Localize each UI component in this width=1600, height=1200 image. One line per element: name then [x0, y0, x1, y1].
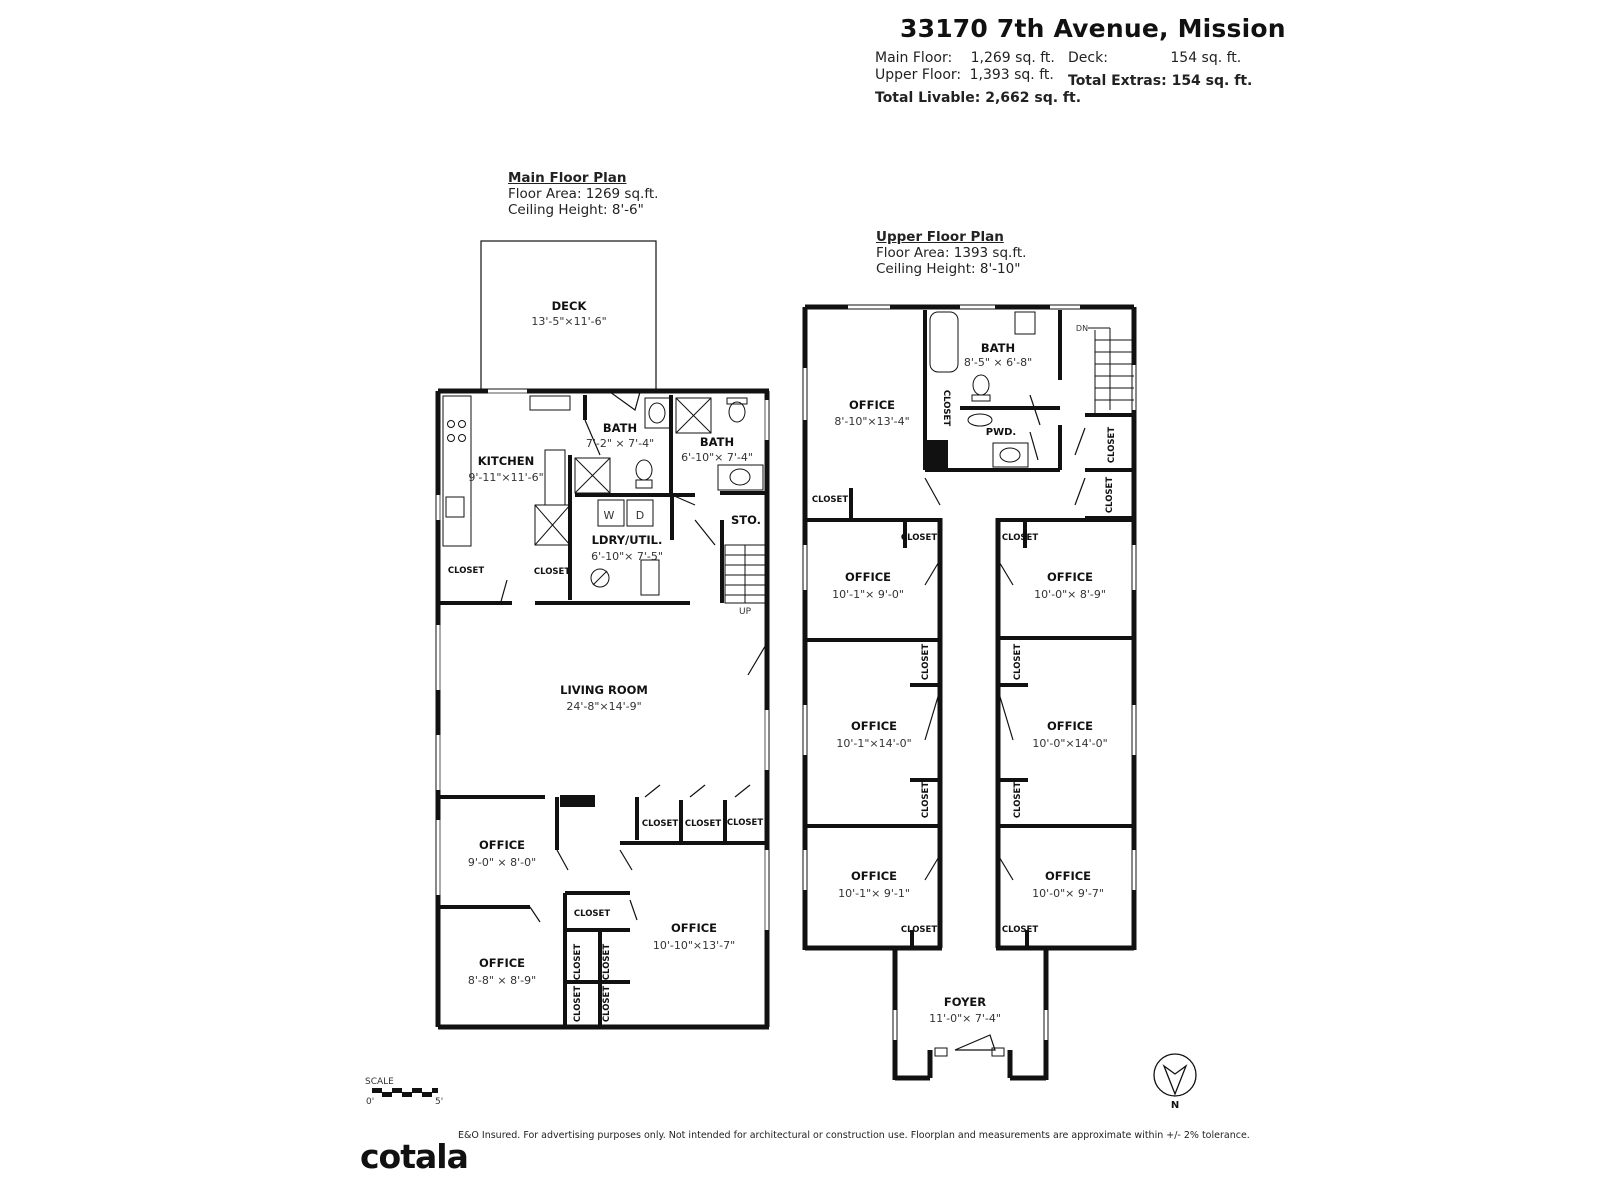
room-dims-office-u4: 10'-1"×14'-0" — [836, 737, 911, 750]
total-livable-label: Total Livable: — [875, 90, 981, 106]
room-label-office-u5: OFFICE — [1047, 719, 1093, 733]
total-extras-value: 154 sq. ft. — [1171, 73, 1253, 89]
main-floor-interior-walls — [438, 395, 767, 1027]
upper-floor-area: Floor Area: 1393 sq.ft. — [876, 245, 1027, 261]
room-dims-office-3: 10'-10"×13'-7" — [653, 939, 735, 952]
upper-floor-heading-block: Upper Floor Plan Floor Area: 1393 sq.ft.… — [876, 229, 1026, 277]
total-extras-stat: Total Extras: 154 sq. ft. — [1068, 73, 1252, 89]
upper-floor-value: 1,393 sq. ft. — [969, 67, 1054, 83]
closet-label: CLOSET — [812, 495, 849, 505]
room-label-laundry: LDRY/UTIL. — [592, 533, 663, 547]
room-dims-office-u3: 10'-0"× 8'-9" — [1034, 588, 1106, 601]
room-label-bath-1: BATH — [603, 421, 637, 435]
main-floor-heading-block: Main Floor Plan Floor Area: 1269 sq.ft. … — [508, 170, 658, 218]
closet-label: CLOSET — [685, 819, 722, 829]
stairs-down-label: DN — [1076, 324, 1088, 333]
deck-value: 154 sq. ft. — [1170, 50, 1242, 66]
upper-floor-label: Upper Floor: — [875, 67, 962, 83]
main-floor-heading: Main Floor Plan — [508, 170, 627, 186]
closet-label: CLOSET — [642, 819, 679, 829]
scale-bar: SCALE 0' 5' — [365, 1077, 443, 1107]
main-floor-value: 1,269 sq. ft. — [970, 50, 1055, 66]
room-label-bath-u: BATH — [981, 341, 1015, 355]
room-label-office-3: OFFICE — [671, 921, 717, 935]
stairs-up-label: UP — [739, 607, 752, 617]
closet-label: CLOSET — [602, 986, 612, 1023]
room-label-foyer: FOYER — [944, 995, 986, 1009]
main-floor-room-labels: DECK 13'-5"×11'-6" KITCHEN 9'-11"×11'-6"… — [448, 299, 764, 1022]
closet-label: CLOSET — [1002, 925, 1039, 935]
closet-label: CLOSET — [602, 944, 612, 981]
upper-floor-ceiling: Ceiling Height: 8'-10" — [876, 261, 1021, 277]
room-label-office-u1: OFFICE — [849, 398, 895, 412]
room-label-office-u4: OFFICE — [851, 719, 897, 733]
compass-icon: N — [1153, 1053, 1197, 1111]
closet-label: CLOSET — [1105, 477, 1115, 514]
room-dims-bath-u: 8'-5" × 6'-8" — [964, 356, 1032, 369]
room-dims-bath-1: 7'-2" × 7'-4" — [586, 437, 654, 450]
closet-label: CLOSET — [941, 390, 951, 427]
room-dims-office-2: 8'-8" × 8'-9" — [468, 974, 536, 987]
total-livable-stat: Total Livable: 2,662 sq. ft. — [875, 90, 1081, 106]
closet-label: CLOSET — [901, 925, 938, 935]
total-extras-label: Total Extras: — [1068, 73, 1167, 89]
upper-floor-room-labels: OFFICE 8'-10"×13'-4" BATH 8'-5" × 6'-8" … — [812, 324, 1117, 1025]
room-dims-foyer: 11'-0"× 7'-4" — [929, 1012, 1001, 1025]
deck-label: Deck: — [1068, 50, 1108, 66]
closet-label: CLOSET — [1013, 782, 1023, 819]
closet-label: CLOSET — [448, 566, 485, 576]
compass-north-label: N — [1171, 1100, 1179, 1111]
room-label-office-2: OFFICE — [479, 956, 525, 970]
closet-label: CLOSET — [901, 533, 938, 543]
room-label-living-room: LIVING ROOM — [560, 683, 648, 697]
room-dims-office-1: 9'-0" × 8'-0" — [468, 856, 536, 869]
brand-logo: cotala — [360, 1137, 469, 1176]
closet-label: CLOSET — [573, 944, 583, 981]
scale-label: SCALE — [365, 1077, 394, 1087]
closet-label: CLOSET — [727, 818, 764, 828]
room-dims-office-u1: 8'-10"×13'-4" — [834, 415, 909, 428]
room-label-powder: PWD. — [986, 427, 1016, 438]
scale-start: 0' — [366, 1097, 374, 1107]
scale-end: 5' — [435, 1097, 443, 1107]
main-floor-area: Floor Area: 1269 sq.ft. — [508, 186, 659, 202]
closet-label: CLOSET — [1002, 533, 1039, 543]
washer-label: W — [604, 509, 615, 522]
room-label-deck: DECK — [552, 299, 588, 313]
main-floor-label: Main Floor: — [875, 50, 953, 66]
room-dims-office-u5: 10'-0"×14'-0" — [1032, 737, 1107, 750]
upper-floor-heading: Upper Floor Plan — [876, 229, 1004, 245]
room-label-office-u2: OFFICE — [845, 570, 891, 584]
room-dims-office-u6: 10'-1"× 9'-1" — [838, 887, 910, 900]
closet-label: CLOSET — [1013, 644, 1023, 681]
closet-label: CLOSET — [573, 986, 583, 1023]
closet-label: CLOSET — [921, 644, 931, 681]
closet-label: CLOSET — [921, 782, 931, 819]
room-label-office-u7: OFFICE — [1045, 869, 1091, 883]
room-dims-office-u7: 10'-0"× 9'-7" — [1032, 887, 1104, 900]
closet-label: CLOSET — [1107, 427, 1117, 464]
room-label-storage: STO. — [731, 513, 761, 527]
room-label-kitchen: KITCHEN — [478, 454, 535, 468]
deck-stat: Deck: 154 sq. ft. — [1068, 50, 1241, 66]
closet-label: CLOSET — [534, 567, 571, 577]
room-label-office-1: OFFICE — [479, 838, 525, 852]
room-dims-kitchen: 9'-11"×11'-6" — [468, 471, 543, 484]
disclaimer-text: E&O Insured. For advertising purposes on… — [458, 1130, 1250, 1141]
closet-label: CLOSET — [574, 909, 611, 919]
room-label-bath-2: BATH — [700, 435, 734, 449]
total-livable-value: 2,662 sq. ft. — [985, 90, 1082, 106]
room-dims-office-u2: 10'-1"× 9'-0" — [832, 588, 904, 601]
room-dims-living-room: 24'-8"×14'-9" — [566, 700, 641, 713]
room-dims-laundry: 6'-10"× 7'-5" — [591, 550, 663, 563]
room-label-office-u3: OFFICE — [1047, 570, 1093, 584]
dryer-label: D — [636, 509, 644, 522]
room-dims-bath-2: 6'-10"× 7'-4" — [681, 451, 753, 464]
property-address: 33170 7th Avenue, Mission — [900, 14, 1286, 43]
room-dims-deck: 13'-5"×11'-6" — [531, 315, 606, 328]
room-label-office-u6: OFFICE — [851, 869, 897, 883]
upper-floor-stat: Upper Floor: 1,393 sq. ft. — [875, 67, 1054, 83]
main-floor-ceiling: Ceiling Height: 8'-6" — [508, 202, 644, 218]
main-floor-stat: Main Floor: 1,269 sq. ft. — [875, 50, 1055, 66]
